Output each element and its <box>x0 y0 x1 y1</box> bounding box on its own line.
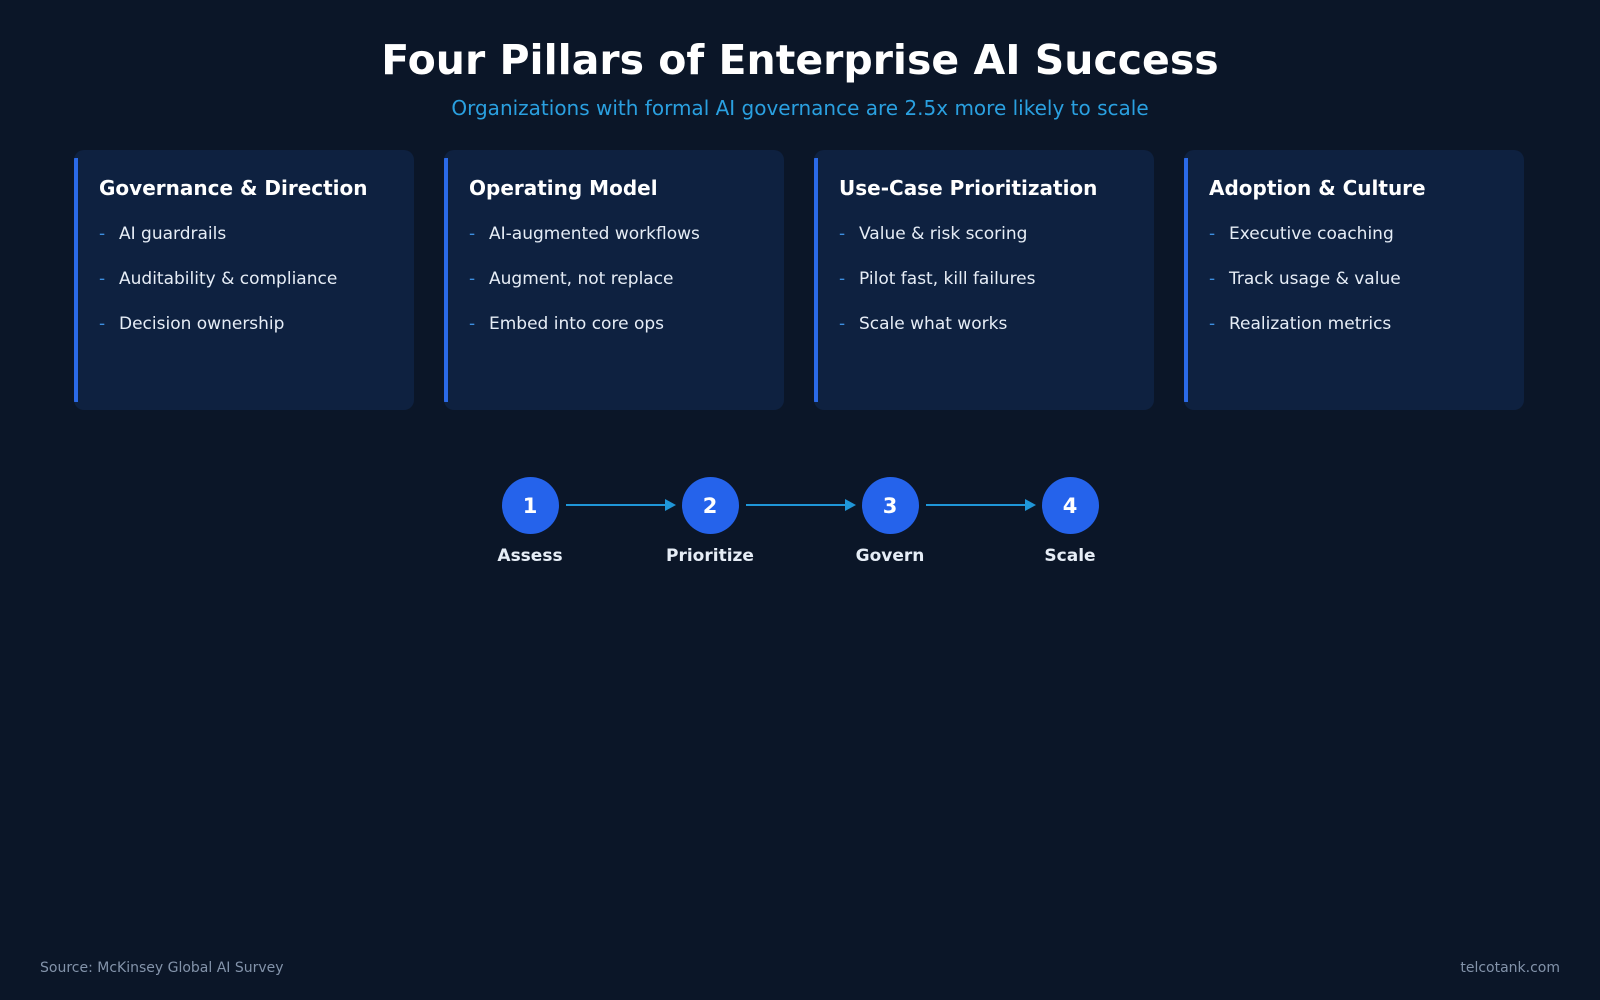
step-circle: 1 <box>501 477 559 534</box>
item-text: Value & risk scoring <box>859 224 1028 244</box>
bullet-dash: - <box>839 269 846 289</box>
list-item: -Scale what works <box>839 314 1036 359</box>
bullet-dash: - <box>1209 224 1216 244</box>
bullet-dash: - <box>99 269 106 289</box>
arrow-icon <box>566 499 676 511</box>
bullet-dash: - <box>839 224 846 244</box>
list-item: -Augment, not replace <box>469 269 700 314</box>
bullet-dash: - <box>99 314 106 334</box>
list-item: -Track usage & value <box>1209 269 1401 314</box>
pillar-list: -Value & risk scoring -Pilot fast, kill … <box>839 224 1036 359</box>
step-govern: 3 Govern <box>830 477 950 566</box>
step-prioritize: 2 Prioritize <box>650 477 770 566</box>
item-text: AI-augmented workflows <box>489 224 700 244</box>
source-note: Source: McKinsey Global AI Survey <box>40 960 284 976</box>
pillar-list: -AI guardrails -Auditability & complianc… <box>99 224 337 359</box>
bullet-dash: - <box>839 314 846 334</box>
card-accent-bar <box>444 158 448 402</box>
list-item: -Value & risk scoring <box>839 224 1036 269</box>
pillar-title: Operating Model <box>469 176 658 200</box>
pillar-title: Use-Case Prioritization <box>839 176 1098 200</box>
item-text: Auditability & compliance <box>119 269 338 289</box>
pillar-title: Governance & Direction <box>99 176 368 200</box>
list-item: -Executive coaching <box>1209 224 1401 269</box>
bullet-dash: - <box>1209 314 1216 334</box>
bullet-dash: - <box>1209 269 1216 289</box>
list-item: -AI guardrails <box>99 224 337 269</box>
step-scale: 4 Scale <box>1010 477 1130 566</box>
pillar-card-use-case: Use-Case Prioritization -Value & risk sc… <box>814 150 1154 410</box>
item-text: Scale what works <box>859 314 1008 334</box>
bullet-dash: - <box>469 224 476 244</box>
arrow-icon <box>926 499 1036 511</box>
step-label: Govern <box>855 546 925 566</box>
pillar-title: Adoption & Culture <box>1209 176 1426 200</box>
card-accent-bar <box>74 158 78 402</box>
card-accent-bar <box>1184 158 1188 402</box>
step-assess: 1 Assess <box>470 477 590 566</box>
pillar-card-governance: Governance & Direction -AI guardrails -A… <box>74 150 414 410</box>
item-text: Pilot fast, kill failures <box>859 269 1036 289</box>
page-title: Four Pillars of Enterprise AI Success <box>381 36 1219 84</box>
step-circle: 4 <box>1041 477 1099 534</box>
card-accent-bar <box>814 158 818 402</box>
list-item: -Decision ownership <box>99 314 337 359</box>
step-circle: 3 <box>861 477 919 534</box>
page-subtitle: Organizations with formal AI governance … <box>451 96 1149 120</box>
brand-link[interactable]: telcotank.com <box>1460 960 1560 976</box>
bullet-dash: - <box>99 224 106 244</box>
pillar-list: -Executive coaching -Track usage & value… <box>1209 224 1401 359</box>
arrow-icon <box>746 499 856 511</box>
item-text: AI guardrails <box>119 224 227 244</box>
bullet-dash: - <box>469 269 476 289</box>
process-flow: 1 Assess 2 Prioritize 3 Govern 4 Scale <box>0 477 1600 577</box>
pillar-card-operating-model: Operating Model -AI-augmented workflows … <box>444 150 784 410</box>
pillar-card-adoption: Adoption & Culture -Executive coaching -… <box>1184 150 1524 410</box>
pillar-cards: Governance & Direction -AI guardrails -A… <box>74 150 1526 410</box>
item-text: Executive coaching <box>1229 224 1394 244</box>
item-text: Track usage & value <box>1229 269 1401 289</box>
list-item: -Realization metrics <box>1209 314 1401 359</box>
list-item: -Embed into core ops <box>469 314 700 359</box>
step-label: Prioritize <box>666 546 754 566</box>
pillar-list: -AI-augmented workflows -Augment, not re… <box>469 224 700 359</box>
item-text: Embed into core ops <box>489 314 664 334</box>
bullet-dash: - <box>469 314 476 334</box>
step-label: Assess <box>497 546 563 566</box>
item-text: Augment, not replace <box>489 269 674 289</box>
step-circle: 2 <box>681 477 739 534</box>
item-text: Realization metrics <box>1229 314 1392 334</box>
list-item: -Pilot fast, kill failures <box>839 269 1036 314</box>
step-label: Scale <box>1044 546 1096 566</box>
item-text: Decision ownership <box>119 314 285 334</box>
list-item: -AI-augmented workflows <box>469 224 700 269</box>
list-item: -Auditability & compliance <box>99 269 337 314</box>
